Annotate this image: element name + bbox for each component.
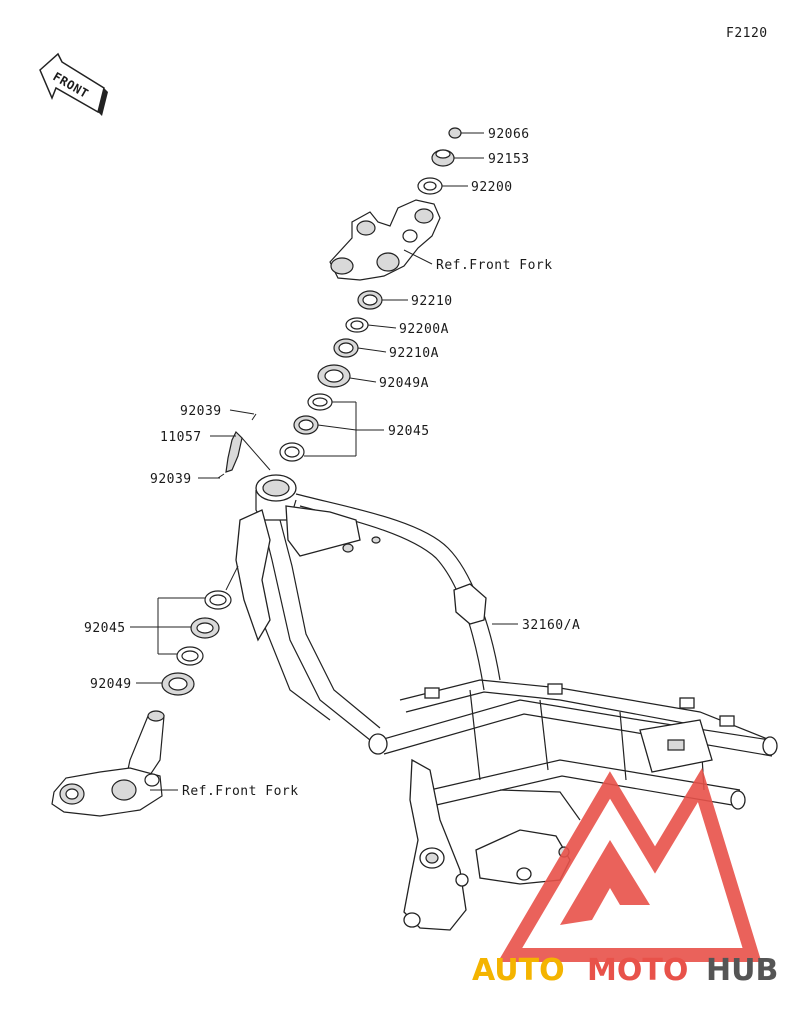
watermark-logo (497, 767, 762, 962)
label-92049: 92049 (90, 677, 132, 692)
label-92066: 92066 (488, 127, 530, 142)
label-92153: 92153 (488, 152, 530, 167)
part-11057-bracket (217, 413, 257, 479)
part-92200-washer (417, 177, 443, 195)
lower-fork-bracket-stem (51, 710, 165, 817)
label-92210A: 92210A (389, 346, 439, 361)
figure-code: F2120 (726, 26, 768, 41)
part-92200A-washer (345, 317, 369, 333)
main-frame (235, 474, 778, 931)
label-92039-bottom: 92039 (150, 472, 192, 487)
label-92210: 92210 (411, 294, 453, 309)
label-92045-top: 92045 (388, 424, 430, 439)
watermark-auto: AUTO (472, 953, 565, 988)
part-92066-nut (448, 127, 462, 139)
part-92045-lower-bearing (176, 590, 232, 666)
front-arrow-icon: FRONT (39, 52, 108, 116)
label-11057: 11057 (160, 430, 202, 445)
label-92039-top: 92039 (180, 404, 222, 419)
part-92153-bolt (431, 149, 455, 167)
label-92045-bottom: 92045 (84, 621, 126, 636)
part-92210A-nut (333, 338, 359, 358)
label-92200: 92200 (471, 180, 513, 195)
label-ref-front-fork-bottom: Ref.Front Fork (182, 784, 299, 799)
watermark-moto: MOTO (587, 953, 688, 988)
part-92045-upper-bearing (279, 393, 333, 462)
part-92049-seal (161, 672, 195, 696)
upper-fork-bracket (329, 199, 441, 281)
label-92049A: 92049A (379, 376, 429, 391)
watermark-text: AUTO MOTO HUB (472, 953, 778, 988)
label-ref-front-fork-top: Ref.Front Fork (436, 258, 553, 273)
leader-lines (130, 132, 518, 791)
part-92049A-seal (317, 364, 351, 388)
watermark-hub: HUB (706, 953, 778, 988)
label-92200A: 92200A (399, 322, 449, 337)
label-32160A: 32160/A (522, 618, 580, 633)
part-92210-nut (357, 290, 383, 310)
